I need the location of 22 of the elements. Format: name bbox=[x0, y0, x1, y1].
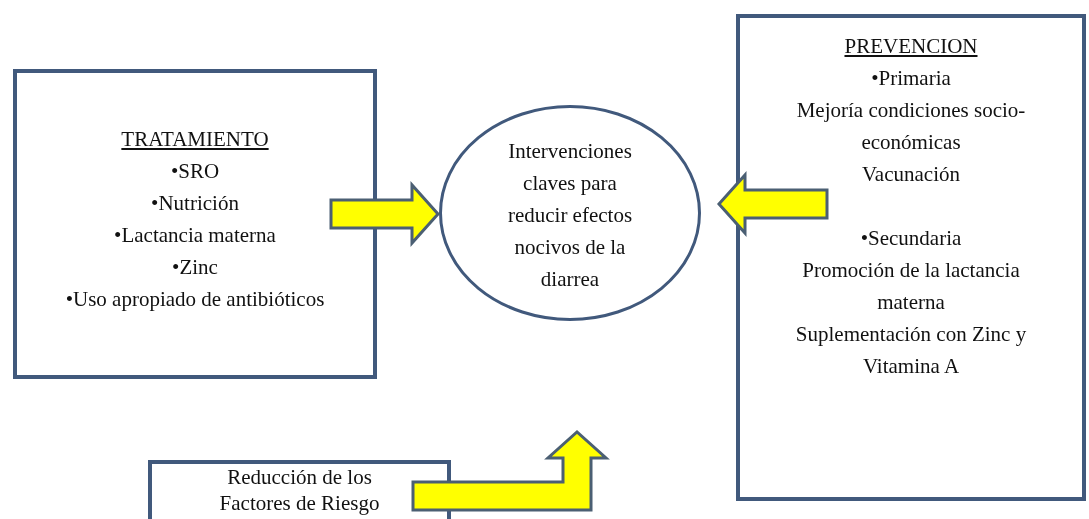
prevention-box bbox=[736, 14, 1086, 501]
list-item: •Uso apropiado de antibióticos bbox=[64, 286, 326, 313]
list-item: Suplementación con Zinc y Vitamina A bbox=[794, 321, 1028, 380]
section-heading: TRATAMIENTO bbox=[121, 126, 269, 153]
list-item: •Secundaria bbox=[859, 225, 963, 252]
node-text: Reducción de los Factores de Riesgo bbox=[218, 464, 381, 516]
list-item: •Primaria bbox=[870, 65, 952, 92]
list-item: Promoción de la lactancia materna bbox=[801, 257, 1021, 316]
list-item: •Nutrición bbox=[150, 190, 240, 217]
list-item: •Zinc bbox=[171, 254, 219, 281]
node-text: Intervenciones claves para reducir efectos nocivos de la diarrea bbox=[506, 138, 634, 293]
center-ellipse bbox=[439, 105, 701, 321]
list-item: Mejoría condiciones socio-económicas bbox=[795, 97, 1027, 156]
list-item: Vacunación bbox=[861, 161, 961, 188]
list-item: •SRO bbox=[169, 158, 221, 185]
treatment-box bbox=[13, 69, 377, 379]
list-item: •Lactancia materna bbox=[113, 222, 277, 249]
block-arrow bbox=[411, 430, 610, 512]
section-heading: PREVENCION bbox=[844, 33, 978, 60]
block-arrow bbox=[717, 171, 829, 237]
block-arrow bbox=[329, 181, 440, 247]
risk-factors-box bbox=[148, 460, 451, 519]
